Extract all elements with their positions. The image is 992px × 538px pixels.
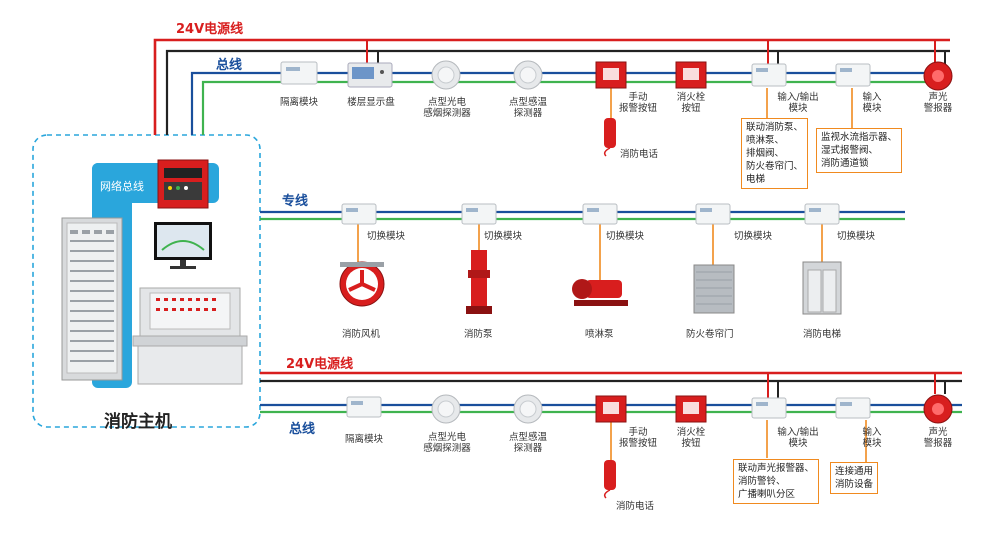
top-bus-lines xyxy=(153,38,950,135)
host-title: 消防主机 xyxy=(104,412,172,432)
top-phone-label: 消防电话 xyxy=(620,149,659,160)
top-heat-label: 点型感温 探测器 xyxy=(508,97,547,119)
bottom-manual-alarm-label: 手动 报警按钮 xyxy=(618,427,657,449)
equipment-label-shutter: 防火卷帘门 xyxy=(686,329,734,340)
top-hydrant-label: 消火栓 按钮 xyxy=(676,92,706,114)
switch-module-label-4: 切换模块 xyxy=(734,231,773,242)
host-control-panel-icon xyxy=(157,159,209,209)
switch-module-icon-1 xyxy=(341,203,377,225)
fire-pump-icon xyxy=(466,250,492,314)
top-isolation-label: 隔离模块 xyxy=(279,97,318,108)
top-sounder-icon xyxy=(923,61,953,91)
top-manual-alarm-icon xyxy=(595,61,627,89)
top-sounder-label: 声光 警报器 xyxy=(923,92,953,114)
bottom-isolation-module-icon xyxy=(346,396,382,418)
bottom-input-module-icon xyxy=(835,397,871,419)
top-floor-display-label: 楼层显示盘 xyxy=(347,97,395,108)
equipment-label-sprinkler: 喷淋泵 xyxy=(585,329,614,340)
equipment-label-pump: 消防泵 xyxy=(464,329,493,340)
power-line-label-top: 24V电源线 xyxy=(176,22,244,37)
fire-fan-icon xyxy=(339,261,385,307)
sprinkler-pump-icon xyxy=(572,279,628,306)
switch-module-label-1: 切换模块 xyxy=(367,231,406,242)
switch-module-label-5: 切换模块 xyxy=(837,231,876,242)
switch-module-label-3: 切换模块 xyxy=(606,231,645,242)
bottom-smoke-label: 点型光电 感烟探测器 xyxy=(423,432,471,454)
top-io-label: 输入/输出 模块 xyxy=(777,92,819,114)
bus-label-bottom: 总线 xyxy=(289,422,316,437)
top-input-note: 监视水流指示器、 湿式报警阀、 消防通道锁 xyxy=(816,128,903,173)
bottom-input-note: 连接通用 消防设备 xyxy=(830,462,879,494)
switch-module-label-2: 切换模块 xyxy=(484,231,523,242)
bottom-io-label: 输入/输出 模块 xyxy=(777,427,819,449)
top-isolation-module-icon xyxy=(280,61,318,85)
bottom-io-module-icon xyxy=(751,397,787,419)
top-smoke-detector-icon xyxy=(431,60,461,90)
bottom-sounder-label: 声光 警报器 xyxy=(923,427,953,449)
dedicated-line-label: 专线 xyxy=(282,194,309,209)
top-input-label: 输入 模块 xyxy=(862,92,882,114)
bottom-heat-label: 点型感温 探测器 xyxy=(508,432,547,454)
fire-elevator-icon xyxy=(802,261,842,315)
cabinet-icon xyxy=(61,217,123,381)
host-frame xyxy=(32,134,261,428)
bottom-io-note: 联动声光报警器、 消防警铃、 广播喇叭分区 xyxy=(733,459,820,504)
switch-module-icon-5 xyxy=(804,203,840,225)
top-io-note: 联动消防泵、 喷淋泵、 排烟阀、 防火卷帘门、 电梯 xyxy=(741,118,809,189)
bottom-manual-alarm-icon xyxy=(595,395,627,423)
bottom-isolation-label: 隔离模块 xyxy=(344,434,383,445)
top-floor-display-icon xyxy=(347,62,393,88)
top-heat-detector-icon xyxy=(513,60,543,90)
monitor-icon xyxy=(154,222,212,269)
top-input-module-icon xyxy=(835,63,871,87)
top-smoke-label: 点型光电 感烟探测器 xyxy=(423,97,471,119)
rolling-shutter-icon xyxy=(693,264,735,314)
control-desk-icon xyxy=(132,287,248,385)
equipment-label-fan: 消防风机 xyxy=(342,329,381,340)
switch-module-icon-4 xyxy=(695,203,731,225)
bus-label-top: 总线 xyxy=(216,58,243,73)
top-io-module-icon xyxy=(751,63,787,87)
bottom-hydrant-label: 消火栓 按钮 xyxy=(676,427,706,449)
switch-module-icon-3 xyxy=(582,203,618,225)
bottom-smoke-detector-icon xyxy=(431,394,461,424)
top-hydrant-button-icon xyxy=(675,61,707,89)
switch-module-icon-2 xyxy=(461,203,497,225)
top-manual-alarm-label: 手动 报警按钮 xyxy=(618,92,657,114)
top-fire-phone-icon xyxy=(603,118,616,157)
power-line-label-bottom: 24V电源线 xyxy=(286,357,354,372)
bottom-input-label: 输入 模块 xyxy=(862,427,882,449)
network-bus-label: 网络总线 xyxy=(100,180,144,193)
bottom-sounder-icon xyxy=(923,394,953,424)
bottom-hydrant-button-icon xyxy=(675,395,707,423)
bottom-fire-phone-icon xyxy=(603,460,616,499)
bottom-phone-label: 消防电话 xyxy=(616,501,655,512)
bottom-heat-detector-icon xyxy=(513,394,543,424)
equipment-label-elevator: 消防电梯 xyxy=(803,329,842,340)
